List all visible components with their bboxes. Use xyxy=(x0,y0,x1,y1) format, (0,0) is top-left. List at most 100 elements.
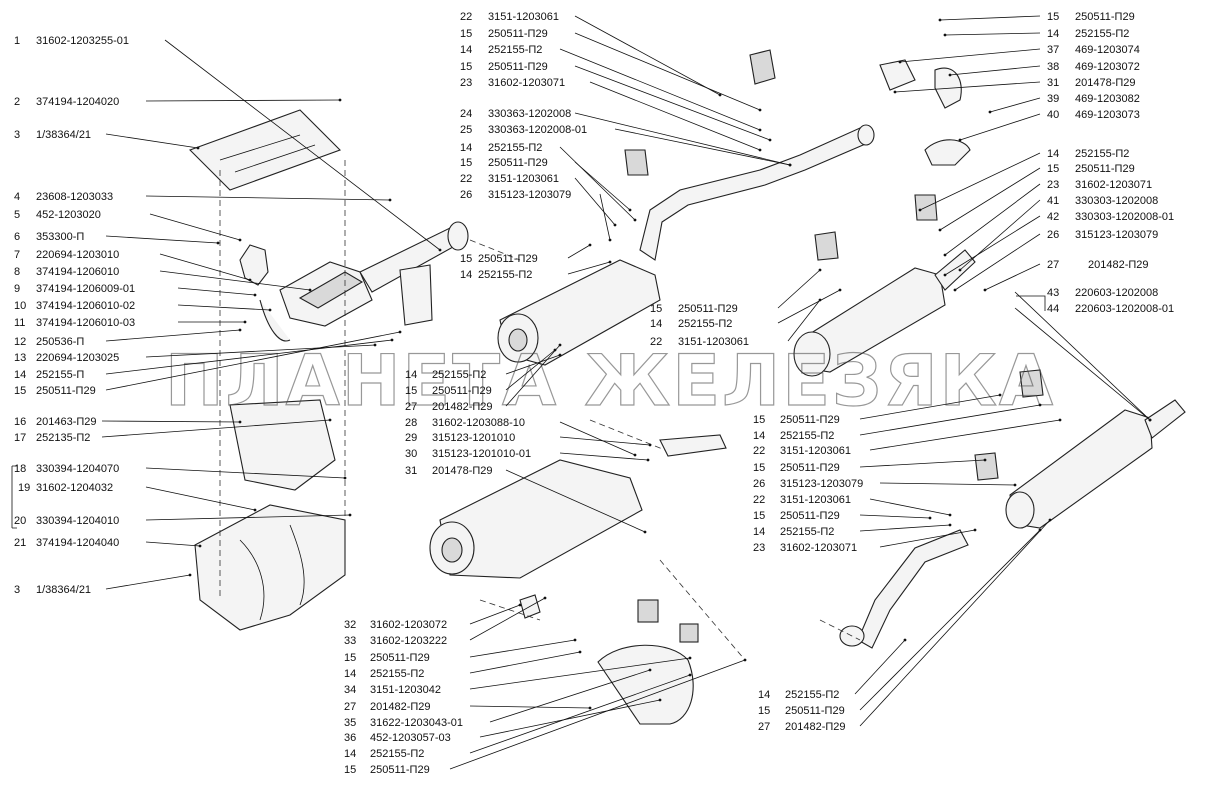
callout-number: 6 xyxy=(14,231,20,243)
leader-line xyxy=(954,233,1041,291)
leader-line xyxy=(859,394,1001,420)
leader-line xyxy=(1014,291,1151,421)
callout-number: 14 xyxy=(344,668,356,680)
leader-line xyxy=(574,161,631,211)
leader-line xyxy=(1014,307,1151,421)
callout-part-code: 250511-П29 xyxy=(432,385,492,397)
leader-line xyxy=(489,669,651,723)
callout-part-code: 250511-П29 xyxy=(36,385,96,397)
leader-dot xyxy=(838,288,842,292)
leader-line xyxy=(145,99,341,102)
leader-line xyxy=(859,459,986,468)
callout-number: 14 xyxy=(405,369,417,381)
callout-part-code: 250511-П29 xyxy=(478,253,538,265)
leader-line xyxy=(145,541,201,547)
leader-line xyxy=(894,81,1041,93)
callout-part-code: 3151-1203042 xyxy=(370,684,441,696)
callout-number: 31 xyxy=(1047,77,1059,89)
rubber-hangers xyxy=(624,49,1044,481)
leader-dot xyxy=(328,418,332,422)
leader-dot xyxy=(788,163,792,167)
callout-number: 26 xyxy=(753,478,765,490)
leader-dot xyxy=(948,73,952,77)
leader-line xyxy=(559,146,636,221)
callout-part-code: 315123-1201010-01 xyxy=(432,448,531,460)
callout-part-code: 31602-1203072 xyxy=(370,619,447,631)
callout-part-code: 252155-П2 xyxy=(780,526,834,538)
callout-part-code: 201482-П29 xyxy=(1088,259,1149,271)
intermediate-pipe xyxy=(639,124,875,261)
leader-line xyxy=(869,419,1061,451)
callout-number: 20 xyxy=(14,515,26,527)
callout-number: 27 xyxy=(405,401,417,413)
leader-line xyxy=(574,32,761,111)
leader-dot xyxy=(198,544,202,548)
leader-dot xyxy=(388,198,392,202)
callout-number: 2 xyxy=(14,96,20,108)
leader-line xyxy=(145,344,376,358)
leader-dot xyxy=(938,228,942,232)
callout-number: 15 xyxy=(344,764,356,776)
callout-part-code: 201478-П29 xyxy=(432,465,493,477)
callout-part-code: 330303-1202008-01 xyxy=(1075,211,1174,223)
leader-dot xyxy=(543,596,547,600)
leader-dot xyxy=(743,658,747,662)
leader-line xyxy=(505,354,561,375)
callout-number: 15 xyxy=(460,61,472,73)
leader-dot xyxy=(928,516,932,520)
callout-part-code: 250511-П29 xyxy=(780,510,840,522)
callout-part-code: 353300-П xyxy=(36,231,84,243)
callout-part-code: 201478-П29 xyxy=(1075,77,1136,89)
callout-part-code: 252155-П xyxy=(36,369,84,381)
heat-shield-bottom xyxy=(194,504,346,631)
leader-line xyxy=(559,421,636,456)
callout-part-code: 250511-П29 xyxy=(1075,163,1135,175)
leader-dot xyxy=(390,338,394,342)
leader-line xyxy=(469,674,691,754)
leader-line xyxy=(944,215,1041,276)
leader-dot xyxy=(1148,418,1152,422)
leader-line xyxy=(145,467,346,479)
leader-line xyxy=(105,329,241,342)
heat-shield-middle xyxy=(229,399,336,491)
group-brackets xyxy=(11,295,1046,529)
callout-part-code: 250536-П xyxy=(36,336,84,348)
callout-part-code: 31602-1203071 xyxy=(780,542,857,554)
leader-dot xyxy=(253,293,257,297)
leader-line xyxy=(949,65,1041,76)
callout-part-code: 201463-П29 xyxy=(36,416,97,428)
leader-line xyxy=(559,436,651,446)
callout-number: 15 xyxy=(1047,11,1059,23)
callout-number: 15 xyxy=(344,652,356,664)
main-muffler xyxy=(429,434,727,579)
callout-number: 33 xyxy=(344,635,356,647)
leader-line xyxy=(574,15,721,96)
callout-part-code: 220603-1202008-01 xyxy=(1075,303,1174,315)
leader-dot xyxy=(688,656,692,660)
callout-number: 29 xyxy=(405,432,417,444)
callout-part-code: 201482-П29 xyxy=(785,721,846,733)
leader-line xyxy=(614,128,791,166)
front-muffler xyxy=(497,259,661,366)
leader-dot xyxy=(268,308,272,312)
